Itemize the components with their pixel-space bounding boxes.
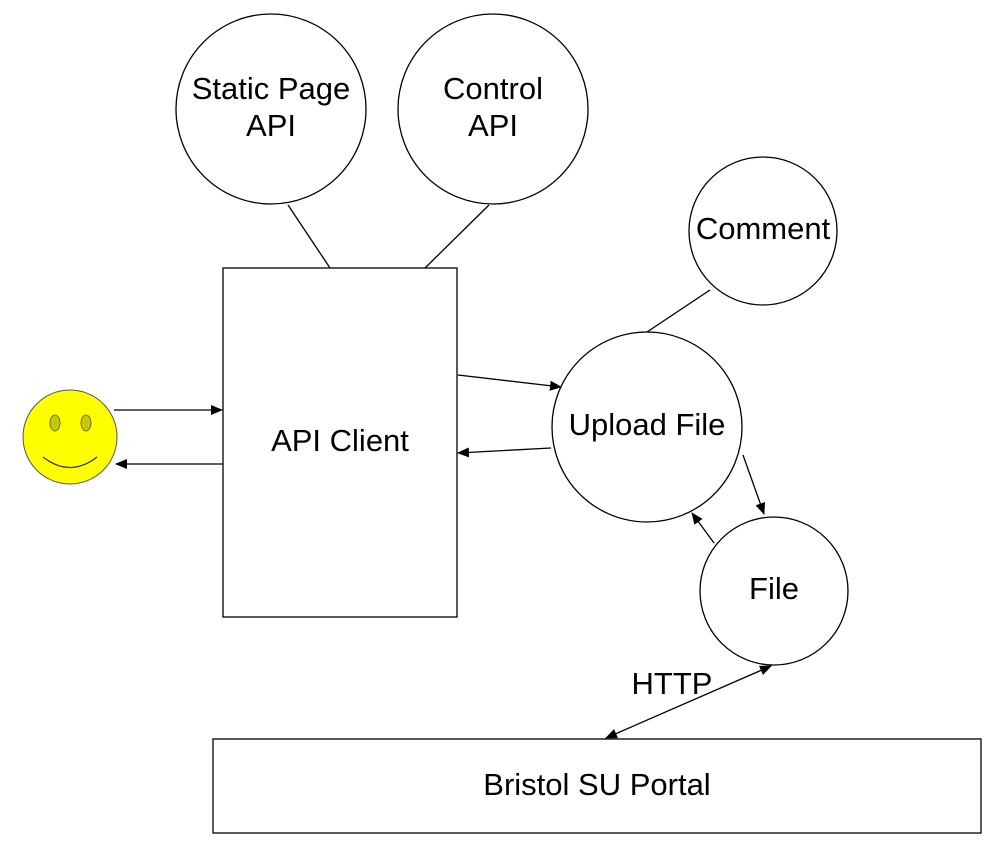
node-api-client: API Client (222, 267, 458, 618)
edge-http-label: HTTP (632, 666, 713, 701)
smiley-mouth-icon (42, 456, 98, 469)
arrow-upload-file-to-api-client (457, 447, 552, 458)
node-file: File (699, 516, 849, 666)
node-control-api-label-line1: Control (443, 71, 543, 106)
node-static-page-api-label-line2: API (246, 108, 296, 143)
node-control-api: Control API (397, 13, 589, 205)
smiley-icon (22, 389, 118, 485)
edge-control-api-to-api-client (424, 204, 490, 269)
node-file-label: File (749, 571, 799, 606)
node-bristol-su-portal: Bristol SU Portal (212, 738, 982, 834)
node-upload-file-label: Upload File (569, 407, 726, 442)
smiley-left-eye-icon (49, 414, 61, 432)
node-upload-file: Upload File (551, 331, 743, 523)
node-static-page-api: Static Page API (175, 13, 367, 205)
edge-static-page-api-to-api-client (287, 204, 331, 269)
edge-comment-to-upload-file (646, 289, 711, 333)
node-comment: Comment (688, 156, 838, 306)
node-api-client-label: API Client (271, 423, 409, 458)
node-static-page-api-label-line1: Static Page (192, 71, 351, 106)
arrow-api-client-to-upload-file (457, 374, 562, 391)
node-comment-label: Comment (696, 211, 831, 246)
arrow-upload-file-to-file (742, 454, 766, 515)
smiley-right-eye-icon (80, 414, 92, 432)
node-control-api-label-line2: API (468, 108, 518, 143)
arrow-file-to-upload-file (691, 512, 715, 544)
node-bristol-su-portal-label: Bristol SU Portal (483, 767, 710, 802)
arrow-file-portal-http (605, 665, 772, 739)
